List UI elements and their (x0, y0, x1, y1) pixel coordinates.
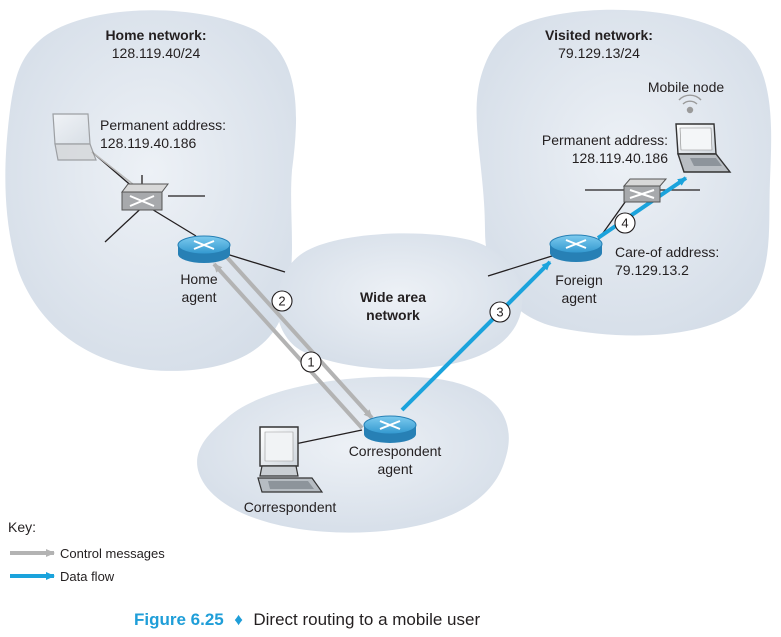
correspondent-network-cloud (197, 376, 509, 533)
figure-caption: Figure 6.25 ♦ Direct routing to a mobile… (134, 610, 480, 629)
visited-switch-icon (622, 178, 668, 203)
home-network-title: Home network: (105, 27, 206, 43)
figure-number: Figure 6.25 (134, 610, 224, 629)
control-arrow-step-1 (222, 252, 374, 420)
svg-text:2: 2 (278, 294, 285, 309)
wireless-signal-icon (678, 94, 702, 114)
svg-text:1: 1 (307, 355, 314, 370)
care-of-address-label: Care-of address: (615, 244, 719, 260)
wide-area-network-cloud (276, 233, 523, 370)
svg-text:3: 3 (496, 305, 503, 320)
step-4-marker: 4 (614, 212, 636, 234)
home-laptop-icon (52, 113, 97, 161)
home-switch-icon (121, 183, 169, 211)
data-arrow-step-4 (596, 176, 688, 240)
correspondent-agent-label-line1: Correspondent (349, 443, 442, 459)
mobile-node-laptop-icon (675, 123, 732, 173)
step-1-marker: 1 (300, 351, 322, 373)
home-network-subnet: 128.119.40/24 (112, 45, 201, 61)
care-of-address: 79.129.13.2 (615, 262, 689, 278)
home-agent-label-line2: agent (181, 289, 216, 305)
correspondent-agent-router-icon (363, 415, 417, 443)
home-agent-router-icon (177, 235, 231, 263)
mobile-permanent-address: 128.119.40.186 (572, 150, 668, 166)
correspondent-label: Correspondent (244, 499, 337, 515)
foreign-agent-router-icon (549, 234, 603, 262)
svg-text:4: 4 (621, 216, 628, 231)
home-permanent-address-label: Permanent address: (100, 117, 226, 133)
wan-label-line1: Wide area (360, 289, 426, 305)
caption-separator: ♦ (234, 610, 243, 629)
key-data-label: Data flow (60, 569, 115, 584)
step-2-marker: 2 (271, 290, 293, 312)
key-control-label: Control messages (60, 546, 165, 561)
control-arrow-step-2 (212, 262, 364, 430)
visited-network-subnet: 79.129.13/24 (558, 45, 640, 61)
wan-label-line2: network (366, 307, 420, 323)
caption-text: Direct routing to a mobile user (253, 610, 480, 629)
key-title: Key: (8, 519, 36, 535)
home-permanent-address: 128.119.40.186 (100, 135, 196, 151)
home-agent-label-line1: Home (180, 271, 218, 287)
visited-network-title: Visited network: (545, 27, 653, 43)
mobile-permanent-address-label: Permanent address: (542, 132, 668, 148)
step-3-marker: 3 (489, 301, 511, 323)
foreign-agent-label-line1: Foreign (555, 272, 602, 288)
mobile-node-label: Mobile node (648, 79, 724, 95)
correspondent-computer-icon (257, 426, 324, 493)
foreign-agent-label-line2: agent (561, 290, 596, 306)
data-arrow-step-3 (400, 260, 552, 412)
correspondent-agent-label-line2: agent (377, 461, 412, 477)
